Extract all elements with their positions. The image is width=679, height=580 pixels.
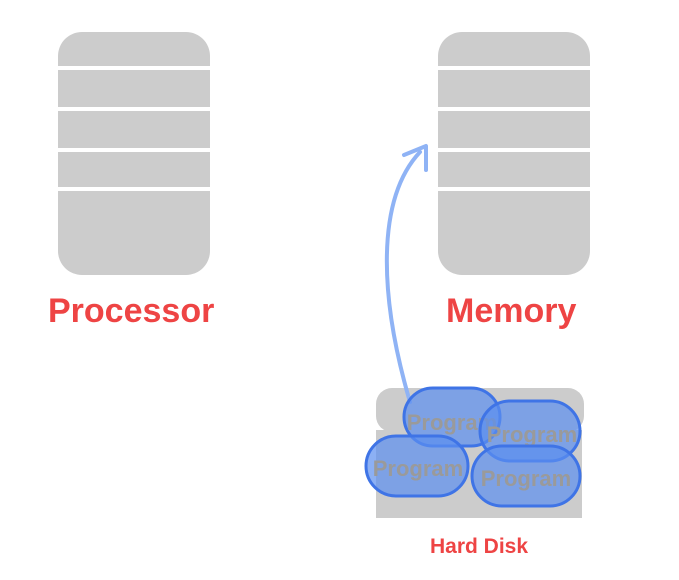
load-arrow bbox=[384, 144, 428, 404]
program-pill: Program bbox=[470, 444, 582, 508]
program-label: Program bbox=[373, 456, 463, 481]
memory-label: Memory bbox=[446, 292, 577, 330]
program-pill-shape bbox=[470, 444, 582, 508]
program-pill-shape bbox=[364, 434, 470, 498]
processor-label: Processor bbox=[48, 292, 215, 330]
memory-stripe bbox=[438, 148, 590, 152]
processor-stripe bbox=[58, 187, 210, 191]
hard-disk-label: Hard Disk bbox=[430, 535, 529, 558]
memory-stripe bbox=[438, 107, 590, 111]
memory-stripe bbox=[438, 66, 590, 70]
processor-stripe bbox=[58, 107, 210, 111]
memory-body bbox=[438, 32, 590, 275]
memory-stripe bbox=[438, 187, 590, 191]
processor-stripe bbox=[58, 66, 210, 70]
program-pill: Program bbox=[364, 434, 470, 498]
processor-block bbox=[58, 32, 210, 275]
processor-body bbox=[58, 32, 210, 275]
memory-block bbox=[438, 32, 590, 275]
processor-stripe bbox=[58, 148, 210, 152]
arrow-path bbox=[384, 150, 422, 404]
program-label: Program bbox=[481, 466, 571, 491]
arrow-head-icon bbox=[402, 144, 428, 172]
program-label: Program bbox=[487, 422, 577, 447]
